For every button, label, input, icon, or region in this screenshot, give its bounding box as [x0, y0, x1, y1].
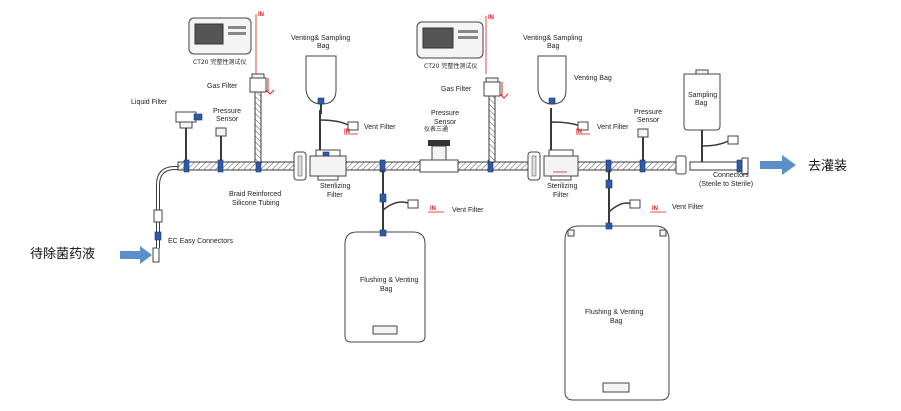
ec-connectors-label: EC Easy Connectors — [168, 238, 233, 245]
svg-text:IN: IN — [344, 129, 350, 135]
svg-text:IN: IN — [576, 129, 582, 135]
venting-sampling-bag-2-label-line1: Venting& Sampling — [523, 35, 582, 42]
venting-sampling-bag-2-label-line2: Bag — [547, 43, 560, 50]
sterilizing-filter-1 — [309, 149, 347, 181]
gas-filter-2 — [483, 77, 509, 163]
sterile-connector — [741, 157, 749, 175]
connectors-label-line1: Connectors — [713, 172, 749, 179]
flushing-bag-2-label-line1: Flushing & Venting — [585, 309, 643, 316]
venting-bag-label: Venting Bag — [574, 75, 612, 82]
pressure-sensor-3 — [637, 128, 649, 160]
outlet-connector — [675, 155, 687, 175]
pressure-sensor-3-label-line1: Pressure — [634, 109, 662, 116]
inlet-connector — [152, 247, 160, 263]
venting-sampling-bag-1-label-line1: Venting& Sampling — [291, 35, 350, 42]
flushing-line-1: IN — [379, 170, 444, 232]
connectors-label-line2: (Sterile to Sterile) — [699, 181, 753, 188]
gauge-tee — [419, 140, 459, 173]
liquid-filter — [175, 111, 203, 160]
sampling-bag-label-line2: Bag — [695, 100, 708, 107]
inlet-label: 待除菌药液 — [30, 247, 95, 262]
flushing-bag-2-label-line2: Bag — [610, 318, 623, 325]
svg-text:IN: IN — [258, 12, 264, 18]
svg-text:IN: IN — [488, 15, 494, 21]
vent-filter-4-label: Vent Filter — [672, 204, 704, 211]
sterilizing-filter-2-label-line2: Filter — [553, 192, 569, 199]
outlet-label: 去灌装 — [808, 159, 847, 174]
liquid-filter-label: Liquid Filter — [131, 99, 168, 106]
sterilizing-filter-2-label-line1: Sterilizing — [547, 183, 577, 190]
integrity-tester-2-label: CT20 完整性测试仪 — [424, 62, 477, 70]
sampling-bag — [683, 69, 739, 162]
pressure-sensor-1 — [215, 127, 227, 160]
flushing-bag-1-label-line1: Flushing & Venting — [360, 277, 418, 284]
vent-line-1: IN — [319, 110, 359, 150]
flushing-line-2: IN — [605, 170, 666, 224]
outlet-arrow — [760, 155, 796, 175]
integrity-tester-2: IN — [416, 15, 494, 74]
gas-filter-1-label: Gas Filter — [207, 83, 238, 90]
venting-sampling-bag-1-label-line2: Bag — [317, 43, 330, 50]
flushing-bag-1-label-line2: Bag — [380, 286, 393, 293]
sterilizing-filter-1-label-line2: Filter — [327, 192, 343, 199]
vent-filter-1-label: Vent Filter — [364, 124, 396, 131]
integrity-tester-1-label: CT20 完整性测试仪 — [193, 58, 246, 66]
flushing-venting-bag-1 — [344, 229, 426, 343]
sterilizing-filter-2 — [543, 149, 579, 181]
ec-connector-clamp — [154, 231, 162, 241]
outlet-tubing — [689, 161, 743, 171]
integrity-tester-1: IN — [188, 12, 264, 74]
venting-sampling-bag-1 — [305, 55, 337, 114]
ec-connector-body — [153, 209, 163, 223]
pressure-sensor-2-label-line1: Pressure — [431, 110, 459, 117]
venting-sampling-bag-2 — [537, 55, 567, 105]
pressure-sensor-1-label-line1: Pressure — [213, 108, 241, 115]
sampling-bag-label-line1: Sampling — [688, 92, 717, 99]
gas-filter-2-label: Gas Filter — [441, 86, 472, 93]
pressure-sensor-2-label-line2: Sensor — [434, 119, 457, 126]
svg-text:IN: IN — [430, 206, 436, 212]
braid-tubing-segment-4 — [577, 161, 679, 171]
pressure-sensor-1-label-line2: Sensor — [216, 116, 239, 123]
sterilizing-filter-1-label-line1: Sterilizing — [320, 183, 350, 190]
braid-tubing-label-line1: Braid Reinforced — [229, 191, 281, 198]
vent-filter-3-label: Vent Filter — [597, 124, 629, 131]
flushing-venting-bag-2 — [564, 222, 670, 401]
vent-filter-2-label: Vent Filter — [452, 207, 484, 214]
braid-tubing-label-line2: Silicone Tubing — [232, 200, 280, 207]
vent-line-3: IN — [550, 108, 590, 150]
gauge-label: 仪表三通 — [424, 125, 448, 133]
pressure-sensor-3-label-line2: Sensor — [637, 117, 660, 124]
braid-tubing-segment-1 — [177, 161, 297, 171]
gas-filter-1 — [249, 73, 275, 163]
svg-text:IN: IN — [652, 206, 658, 212]
inlet-arrow — [120, 246, 152, 264]
